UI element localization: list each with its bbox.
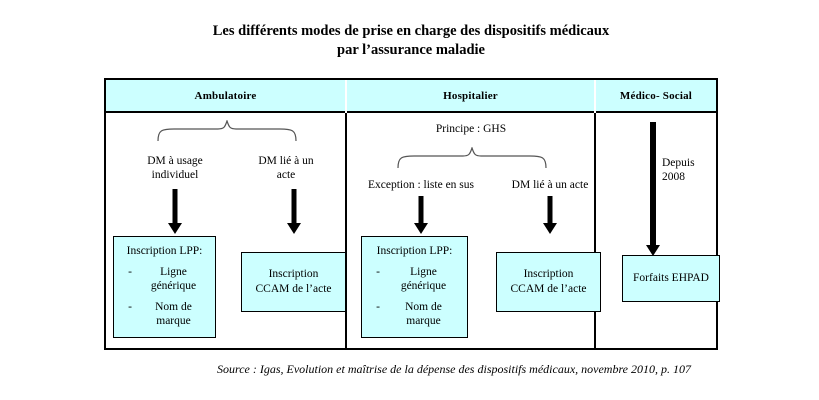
source-caption: Source : Igas, Evolution et maîtrise de …	[216, 362, 692, 376]
list-item: - Ligne générique	[122, 265, 209, 293]
branch-label-dm-usage-individuel: DM à usage individuel	[147, 155, 203, 181]
bullet-text: Ligne générique	[150, 266, 197, 292]
principle-label-ghs: Principe : GHS	[435, 123, 507, 135]
box-inscription-ccam-ambulatoire: Inscription CCAM de l’acte	[241, 252, 346, 312]
page-title-line-2: par l’assurance maladie	[337, 42, 485, 58]
arrow-to-ccam-hospitalier	[530, 196, 570, 234]
list-item: - Nom de marque	[122, 300, 209, 328]
column-divider-2	[594, 113, 596, 348]
list-item: - Ligne générique	[370, 265, 461, 293]
column-header-medico-social: Médico- Social	[596, 80, 716, 113]
box-forfaits-ehpad: Forfaits EHPAD	[622, 255, 720, 302]
bullet-text: Nom de marque	[405, 301, 442, 327]
brace-ambulatoire	[157, 120, 297, 142]
column-header-hospitalier: Hospitalier	[347, 80, 594, 113]
arrow-to-lpp-ambulatoire	[154, 189, 196, 234]
box-title-lpp-hospitalier: Inscription LPP:	[376, 245, 453, 257]
box-inscription-lpp-ambulatoire: Inscription LPP: - Ligne générique - Nom…	[113, 236, 216, 338]
arrow-label-depuis-2008: Depuis 2008	[662, 157, 695, 183]
box-inscription-lpp-hospitalier: Inscription LPP: - Ligne générique - Nom…	[361, 236, 468, 338]
bullet-dash-icon: -	[128, 301, 132, 313]
box-inscription-ccam-hospitalier: Inscription CCAM de l’acte	[496, 252, 601, 312]
branch-label-dm-lie-acte-ambulatoire: DM lié à un acte	[258, 155, 314, 181]
arrow-to-forfaits-ehpad	[636, 122, 670, 256]
page-title: Les différents modes de prise en charge …	[104, 22, 718, 60]
bullet-dash-icon: -	[128, 266, 132, 278]
column-header-ambulatoire: Ambulatoire	[106, 80, 345, 113]
bullet-dash-icon: -	[376, 266, 380, 278]
diagram-frame: Ambulatoire Hospitalier Médico- Social D…	[104, 78, 720, 350]
box-title-lpp-ambulatoire: Inscription LPP:	[126, 245, 203, 257]
branch-label-dm-lie-acte-hospitalier: DM lié à un acte	[511, 179, 589, 191]
branch-label-exception-liste-en-sus: Exception : liste en sus	[367, 179, 475, 191]
bullet-dash-icon: -	[376, 301, 380, 313]
page-title-line-1: Les différents modes de prise en charge …	[212, 23, 610, 39]
bullet-list-lpp-ambulatoire: - Ligne générique - Nom de marque	[122, 265, 209, 335]
list-item: - Nom de marque	[370, 300, 461, 328]
bullet-list-lpp-hospitalier: - Ligne générique - Nom de marque	[370, 265, 461, 335]
arrow-to-ccam-ambulatoire	[273, 189, 315, 234]
bullet-text: Ligne générique	[400, 266, 447, 292]
bullet-text: Nom de marque	[155, 301, 192, 327]
column-divider-1	[345, 113, 347, 348]
arrow-to-lpp-hospitalier	[401, 196, 441, 234]
brace-hospitalier	[397, 147, 547, 169]
